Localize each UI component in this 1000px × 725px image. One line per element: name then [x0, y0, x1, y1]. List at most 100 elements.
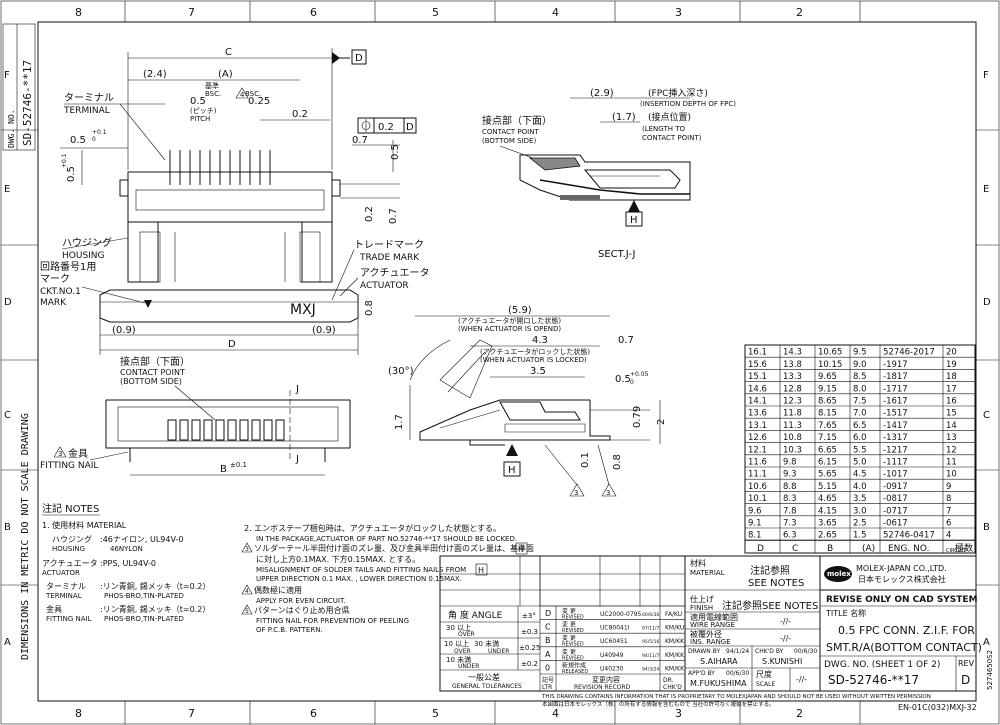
- revision-cell: 変 更: [562, 607, 576, 615]
- dim-table-cell: 15.6: [748, 360, 767, 370]
- dim-table-cell: 7.15: [818, 433, 837, 443]
- dim-table-cell: 12.8: [783, 384, 802, 394]
- side-dim-3-5: 3.5: [530, 366, 546, 377]
- side-dim-0-7: 0.7: [618, 335, 634, 346]
- dim-table-cell: -1917: [883, 360, 908, 370]
- insert-depth-label: (INSERTION DEPTH OF FPC): [640, 100, 736, 108]
- drawn-date: 94/1/24: [726, 648, 749, 655]
- note-3-datum: H: [518, 545, 524, 554]
- dim-table-cell: 14: [946, 421, 957, 431]
- appd-label: APP'D BY: [688, 670, 715, 677]
- contact-label-2: (BOTTOM SIDE): [120, 377, 182, 386]
- rev-h-rec-jp: 変更内容: [592, 675, 620, 684]
- dim-table-cell: 14.1: [748, 397, 767, 407]
- tol-r3a: 10 未満: [446, 655, 471, 664]
- zone-bottom-3: 3: [675, 707, 682, 720]
- revision-cell: KM/KK: [665, 665, 685, 672]
- mat-nail: FITTING NAIL: [46, 615, 92, 623]
- dim-table-cell: 13.3: [783, 372, 802, 382]
- fcf-datum: D: [406, 122, 414, 133]
- side-open-label: (WHEN ACTUATOR IS OPEND): [458, 325, 561, 333]
- terminal-jp-label: ターミナル: [64, 92, 114, 104]
- tol-angle-label: 角 度 ANGLE: [448, 609, 503, 621]
- dim-table-cell: 16: [946, 397, 957, 407]
- dim-B-tol: ±0.1: [230, 461, 247, 469]
- zone-top-4: 4: [552, 6, 559, 19]
- ckt-label: CKT.NO.1: [40, 287, 81, 297]
- bsc-text-1: BSC.: [205, 90, 221, 98]
- dim-table-cell: 2.65: [818, 531, 837, 541]
- revision-cell: U40949: [600, 652, 624, 659]
- zone-left-A: A: [4, 637, 11, 648]
- mat-nail-val-2: PHOS-BRO,TIN-PLATED: [104, 615, 184, 623]
- length-label-2: CONTACT POINT): [642, 134, 702, 142]
- sect-contact-label: CONTACT POINT: [482, 128, 539, 136]
- dim-table-header: ENG. NO.: [888, 544, 929, 554]
- notes-block: 注記 NOTES 1. 使用材料 MATERIAL ハウジング HOUSING …: [42, 502, 534, 634]
- side-dim-1-7: 1.7: [394, 414, 405, 430]
- dim-table-cell: 5.15: [818, 482, 837, 492]
- insert-depth-jp: (FPC挿入深さ): [648, 87, 708, 99]
- revision-cell: REVISED: [562, 655, 584, 661]
- proprietary-notice-jp: 本図面は日本モレックス（株）の所有する情報を含むもので 当社の許可なく複製を禁止…: [542, 700, 775, 708]
- mat-nail-jp: 金具: [46, 604, 62, 614]
- dim-table-cell: 6.0: [853, 433, 867, 443]
- revision-cell: U40230: [600, 665, 624, 672]
- dim-B: B: [220, 464, 227, 475]
- company-name-jp: 日本モレックス株式会社: [858, 574, 946, 584]
- dim-table-header: C: [792, 544, 798, 554]
- notes-title: 注記 NOTES: [42, 502, 99, 515]
- revision-cell: 00/6/30: [642, 612, 659, 618]
- note-5-en-2: OF P.C.B. PATTERN.: [256, 626, 323, 634]
- title-block: 角 度 ANGLE ±3° 30 以上 OVER ±0.3 10 以上 30 未…: [439, 555, 982, 712]
- zone-right-D: D: [983, 297, 991, 308]
- revision-cell: UC60451: [600, 638, 628, 645]
- bottom-view: 接点部（下面） CONTACT POINT (BOTTOM SIDE) J J …: [40, 355, 351, 476]
- side-dim-0-1: 0.1: [580, 452, 591, 468]
- molex-logo: [824, 566, 852, 582]
- dim-table-cell: 9.15: [818, 384, 837, 394]
- dwg-number: SD-52746-**17: [828, 673, 919, 687]
- fitting-label: FITTING NAIL: [40, 461, 98, 471]
- ckt-jp-label: 回路番号1用: [40, 260, 96, 273]
- ins-range-label: INS. RANGE: [690, 638, 731, 646]
- mat-actuator-jp: アクチュエータ: [42, 559, 98, 568]
- note-2-en: IN THE PACKAGE,ACTUATOR OF PART NO.52746…: [256, 535, 517, 543]
- material-label: MATERIAL: [690, 569, 725, 577]
- dim-table-cell: 9.65: [818, 372, 837, 382]
- housing-label: HOUSING: [62, 251, 105, 261]
- bsc-text-2: BSC.: [245, 90, 261, 98]
- dwg-label: DWG. NO. (SHEET 1 OF 2): [824, 660, 940, 670]
- length-jp: (接点位置): [648, 111, 691, 123]
- dim-table-cell: 3.5: [853, 494, 867, 504]
- revise-note: REVISE ONLY ON CAD SYSTEM: [826, 595, 978, 605]
- tol-r2c: OVER: [454, 648, 471, 655]
- side-dim-0-8: 0.8: [612, 454, 623, 470]
- tol-plus-1: +0.1: [92, 129, 107, 136]
- chkd-date: 00/6/30: [794, 648, 817, 655]
- dim-table-cell: 5.5: [853, 445, 867, 455]
- finish-jp: 仕上げ: [690, 594, 714, 604]
- revision-cell: A: [545, 650, 551, 659]
- dim-table-cell: 9.8: [783, 458, 797, 468]
- section-jj-title: SECT.J-J: [598, 249, 635, 260]
- note-2: 2. エンボステープ梱包時は、アクチュエータがロックした状態とする。: [244, 523, 501, 533]
- dim-table-cell: -0717: [883, 506, 908, 516]
- dim-table-header: (A): [862, 544, 875, 554]
- zone-top-3: 3: [675, 6, 682, 19]
- scale-jp: 尺度: [756, 669, 772, 679]
- revision-cell: 0: [545, 663, 550, 672]
- side-dim-4-3: 4.3: [532, 335, 548, 346]
- wire-range-label: WIRE RANGE: [690, 621, 735, 629]
- note-5-num: 5: [245, 608, 249, 615]
- revision-cell: 94/3/24: [642, 666, 659, 672]
- revision-cell: KM/KK: [665, 652, 685, 659]
- company-name: MOLEX-JAPAN CO.,LTD.: [856, 564, 947, 573]
- dim-0-25: 0.25: [248, 96, 270, 107]
- rev-label: REV: [958, 659, 975, 668]
- dim-0-2: 0.2: [292, 109, 308, 120]
- note-4-num: 4: [245, 588, 249, 595]
- side-lock-jp: (アクチュエータがロックした状態): [480, 347, 590, 356]
- note-5-en: FITTING NAIL FOR PREVENTION OF PEELING: [256, 617, 409, 625]
- revision-cell: KM/KU: [665, 625, 684, 632]
